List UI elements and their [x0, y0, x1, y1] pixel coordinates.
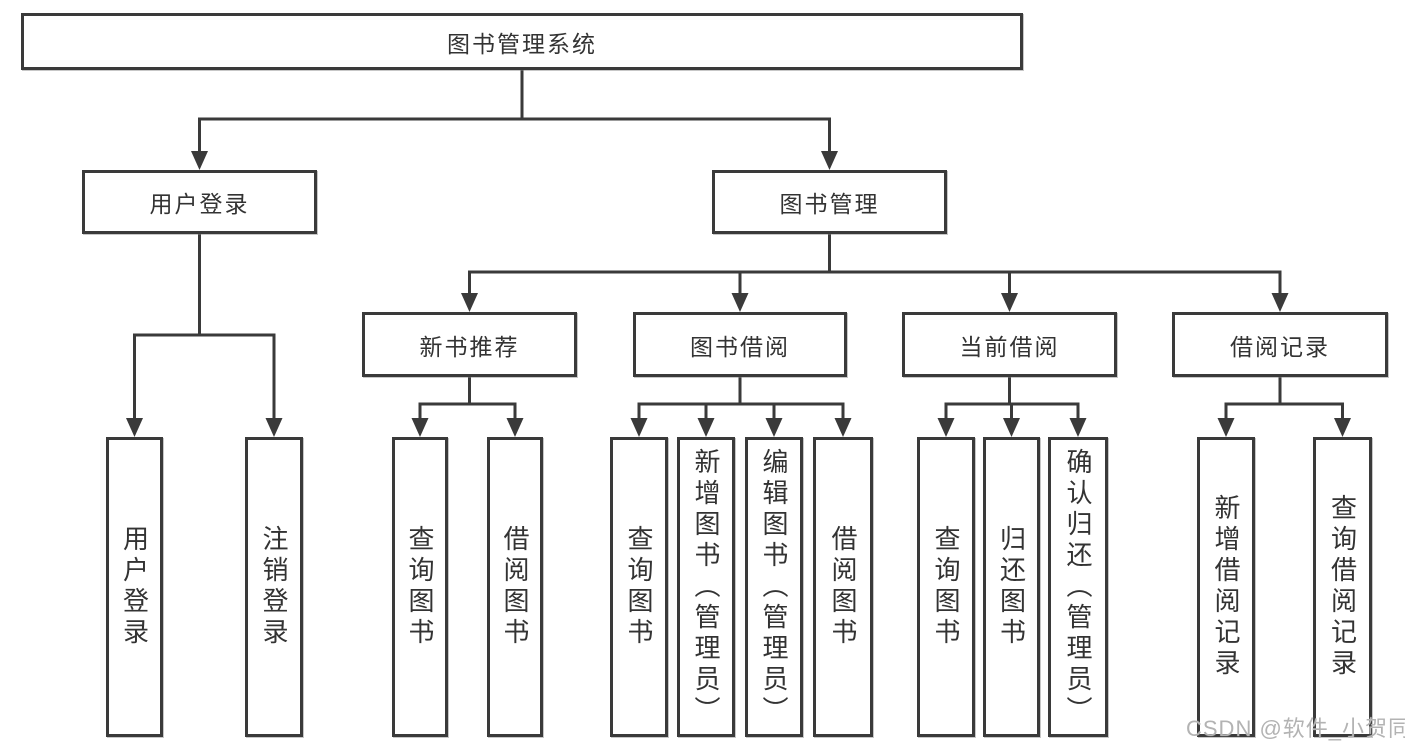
node-query-borrow-record: 查询借阅记录 [1313, 437, 1372, 737]
node-label-edit-book-admin: 编辑图书（管理员） [759, 447, 789, 727]
arrowhead-down-icon [461, 293, 478, 312]
arrowhead-down-icon [191, 151, 208, 170]
node-book-borrow: 图书借阅 [633, 312, 847, 377]
csdn-watermark: CSDN @软件_小贺同学 [1186, 716, 1405, 741]
node-label-book-management: 图书管理 [779, 191, 880, 217]
node-book-management: 图书管理 [712, 170, 947, 234]
node-label-return-books: 归还图书 [996, 525, 1027, 649]
arrowhead-down-icon [937, 418, 955, 437]
arrowhead-down-icon [1003, 418, 1020, 437]
node-borrow-books-2: 借阅图书 [813, 437, 873, 737]
arrowhead-down-icon [126, 418, 143, 437]
arrowhead-down-icon [630, 418, 648, 437]
arrowhead-down-icon [411, 418, 429, 437]
node-edit-book-admin: 编辑图书（管理员） [745, 437, 803, 737]
node-label-confirm-return-admin: 确认归还（管理员） [1063, 447, 1093, 727]
arrowhead-down-icon [731, 293, 749, 312]
node-label-borrow-records: 借阅记录 [1230, 333, 1330, 360]
node-logout-leaf: 注销登录 [245, 437, 303, 737]
node-borrow-records: 借阅记录 [1172, 312, 1388, 377]
arrowhead-down-icon [265, 418, 283, 437]
arrowhead-down-icon [506, 418, 524, 437]
node-current-borrow: 当前借阅 [902, 312, 1117, 377]
node-user-login-leaf: 用户登录 [106, 437, 163, 737]
arrowhead-down-icon [765, 418, 783, 437]
arrowhead-down-icon [834, 418, 852, 437]
node-label-borrow-books-1: 借阅图书 [500, 525, 530, 649]
node-label-new-book-recommend: 新书推荐 [419, 333, 520, 360]
arrowhead-down-icon [1069, 418, 1087, 437]
arrowhead-down-icon [697, 418, 715, 437]
node-return-books: 归还图书 [983, 437, 1040, 737]
node-label-user-login: 用户登录 [149, 191, 250, 217]
node-label-current-borrow: 当前借阅 [959, 333, 1060, 360]
node-query-books-3: 查询图书 [917, 437, 975, 737]
node-query-books-2: 查询图书 [610, 437, 668, 737]
arrowhead-down-icon [1271, 293, 1289, 312]
arrowhead-down-icon [821, 151, 838, 170]
node-label-logout-leaf: 注销登录 [259, 525, 289, 649]
node-user-login: 用户登录 [82, 170, 317, 234]
arrowhead-down-icon [1001, 293, 1018, 312]
node-label-query-books-1: 查询图书 [405, 525, 435, 649]
node-label-book-borrow: 图书借阅 [690, 333, 790, 360]
node-label-add-borrow-record: 新增借阅记录 [1211, 494, 1241, 680]
node-label-query-borrow-record: 查询借阅记录 [1327, 494, 1358, 680]
node-query-books-1: 查询图书 [392, 437, 448, 737]
node-new-book-recommend: 新书推荐 [362, 312, 577, 377]
node-label-user-login-leaf: 用户登录 [119, 525, 150, 649]
node-root: 图书管理系统 [21, 13, 1023, 70]
node-confirm-return-admin: 确认归还（管理员） [1048, 437, 1108, 737]
node-label-query-books-3: 查询图书 [931, 525, 961, 649]
node-label-add-book-admin: 新增图书（管理员） [691, 447, 721, 727]
node-label-borrow-books-2: 借阅图书 [828, 525, 858, 649]
arrowhead-down-icon [1334, 418, 1351, 437]
node-add-book-admin: 新增图书（管理员） [677, 437, 735, 737]
node-add-borrow-record: 新增借阅记录 [1197, 437, 1255, 737]
node-label-query-books-2: 查询图书 [624, 525, 654, 649]
node-borrow-books-1: 借阅图书 [487, 437, 543, 737]
arrowhead-down-icon [1217, 418, 1235, 437]
node-label-root: 图书管理系统 [447, 30, 597, 57]
